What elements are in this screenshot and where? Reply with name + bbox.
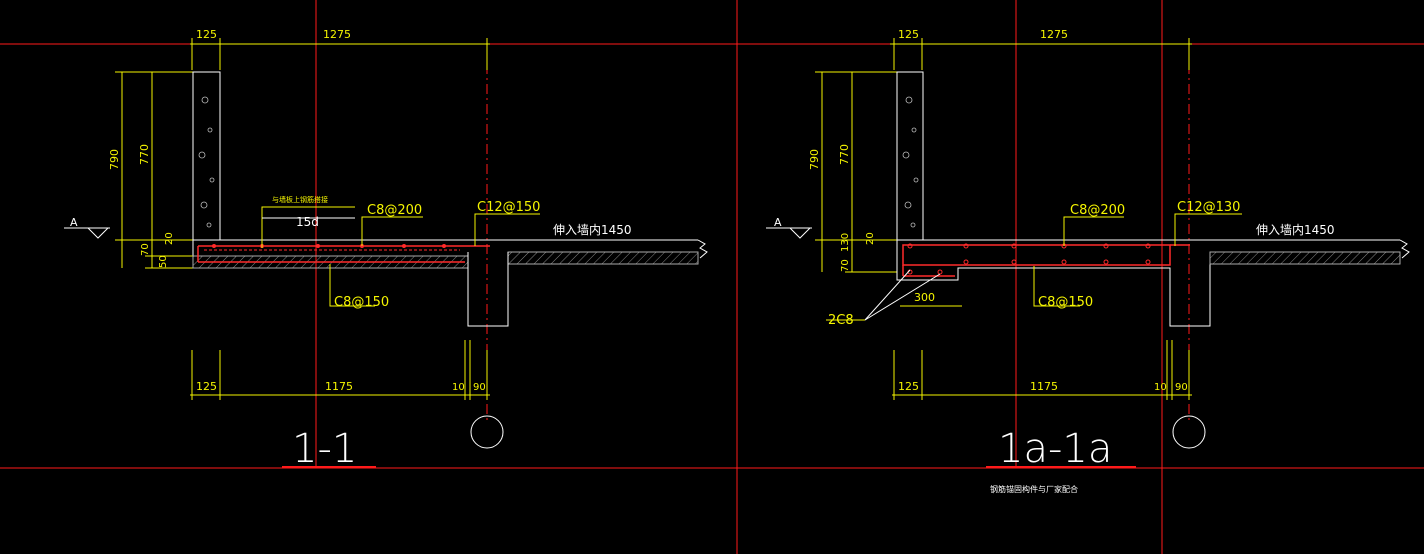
concrete-texture [902,96,919,228]
vertical-dimension: 790 770 20 70 50 [108,71,195,269]
slab [192,239,708,327]
dim-70: 70 [840,259,851,272]
dim-1175-bottom: 1175 [325,380,353,393]
rebar-c8-150: C8@150 [334,295,389,310]
slab [896,239,1410,327]
dim-10-bottom: 10 [1154,382,1167,393]
rebar-c8-200: C8@200 [367,203,422,218]
note-level: 伸入墙内1450 [1256,223,1335,237]
rebar-labels: 与墙板上钢筋搭接 15d C8@200 C12@150 C8@150 伸入墙内1… [261,195,632,310]
dim-1175-bottom: 1175 [1030,380,1058,393]
vertical-dimension: 790 770 20 70 130 [808,71,897,273]
dim-1275-top: 1275 [323,28,351,41]
dim-125-bottom: 125 [898,380,919,393]
dim-10-bottom: 10 [452,382,465,393]
dim-770: 770 [138,144,151,165]
dim-125-top: 125 [196,28,217,41]
wall-element [192,71,221,241]
dim-90-bottom: 90 [1175,382,1188,393]
dim-1275-top: 1275 [1040,28,1068,41]
rebar-2c8: 2C8 [828,313,854,328]
dim-130: 130 [840,233,851,252]
dim-790: 790 [108,149,121,170]
rebars [902,243,1190,277]
axis-bubble [470,415,504,449]
dim-790: 790 [808,149,821,170]
section-subtitle: 钢筋锚固构件与厂家配合 [990,484,1078,494]
section-title: 1a-1a [998,426,1112,472]
top-dimension: 125 1275 [190,28,490,70]
dim-20: 20 [164,232,175,245]
bottom-dimension: 125 1175 10 90 [190,340,490,400]
dim-125-bottom: 125 [196,380,217,393]
section-title: 1-1 [292,426,357,472]
dim-125-top: 125 [898,28,919,41]
dim-90-bottom: 90 [473,382,486,393]
level-mark: A [766,216,812,239]
svg-text:A: A [774,216,782,229]
rebar-c8-200: C8@200 [1070,203,1125,218]
bottom-dimension: 125 1175 10 90 [892,340,1192,400]
section-1a-1a: 125 1275 790 770 20 70 130 A [766,28,1410,494]
top-dimension: 125 1275 [890,28,1192,70]
svg-text:A: A [70,216,78,229]
note-level: 伸入墙内1450 [553,223,632,237]
level-mark: A [64,216,110,239]
anchor-15d: 15d [296,215,319,229]
rebar-c12-130: C12@130 [1177,200,1240,215]
rebar-c12-150: C12@150 [477,200,540,215]
dim-300: 300 [914,291,935,304]
note-small: 与墙板上钢筋搭接 [272,195,328,204]
axis-bubble [1172,415,1206,449]
dim-770: 770 [838,144,851,165]
rebar-c8-150: C8@150 [1038,295,1093,310]
dim-20: 20 [865,232,876,245]
dim-50: 50 [158,255,169,268]
rebar-labels: C8@200 C12@130 C8@150 2C8 300 伸入墙内1450 [826,200,1335,328]
concrete-texture [198,96,215,228]
rebars [197,244,490,263]
dim-70: 70 [140,243,151,256]
section-1-1: 125 1275 790 770 20 70 50 A [64,28,708,472]
wall-element [896,71,924,241]
